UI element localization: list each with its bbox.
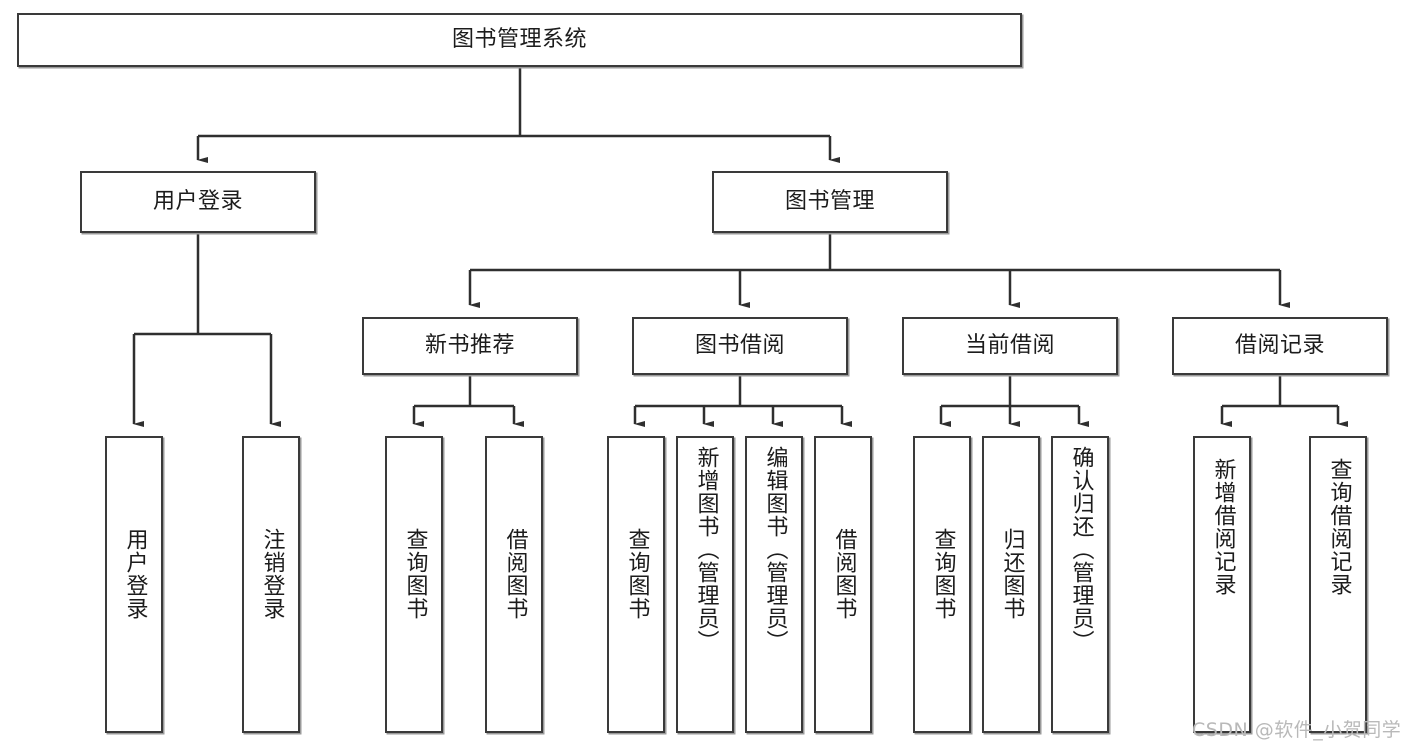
leaf-currentborrow-confirm-return-admin[interactable]: 确认归还（管理员） (1051, 436, 1109, 733)
node-label: 当前借阅 (964, 332, 1055, 358)
leaf-borrowrecord-add-record[interactable]: 新增借阅记录 (1193, 436, 1251, 733)
node-label: 借阅图书 (502, 528, 528, 620)
node-label: 查询图书 (930, 528, 956, 620)
node-label: 图书借阅 (694, 332, 785, 358)
leaf-newbook-query-book[interactable]: 查询图书 (385, 436, 443, 733)
node-user-login[interactable]: 用户登录 (80, 171, 316, 233)
leaf-bookborrow-edit-book-admin[interactable]: 编辑图书（管理员） (745, 436, 803, 733)
node-label: 查询借阅记录 (1326, 458, 1352, 596)
node-book-management[interactable]: 图书管理 (712, 171, 948, 233)
leaf-bookborrow-add-book-admin[interactable]: 新增图书（管理员） (676, 436, 734, 733)
node-label: 借阅图书 (831, 528, 857, 620)
leaf-borrowrecord-query-record[interactable]: 查询借阅记录 (1309, 436, 1367, 733)
node-label: 新增借阅记录 (1210, 458, 1236, 596)
node-new-book-recommend[interactable]: 新书推荐 (362, 317, 578, 375)
node-borrow-record[interactable]: 借阅记录 (1172, 317, 1388, 375)
node-label: 图书管理 (784, 188, 875, 214)
node-current-borrow[interactable]: 当前借阅 (902, 317, 1118, 375)
node-label: 图书管理系统 (451, 26, 587, 52)
node-label: 归还图书 (999, 528, 1025, 620)
node-label: 新增图书（管理员） (693, 446, 719, 653)
node-label: 编辑图书（管理员） (762, 446, 788, 653)
node-label: 用户登录 (152, 188, 243, 214)
leaf-newbook-borrow-book[interactable]: 借阅图书 (485, 436, 543, 733)
leaf-bookborrow-borrow-book[interactable]: 借阅图书 (814, 436, 872, 733)
node-label: 用户登录 (122, 528, 148, 620)
node-label: 新书推荐 (424, 332, 515, 358)
leaf-user-login-query[interactable]: 用户登录 (105, 436, 163, 733)
node-book-borrow[interactable]: 图书借阅 (632, 317, 848, 375)
node-label: 查询图书 (624, 528, 650, 620)
leaf-currentborrow-query-book[interactable]: 查询图书 (913, 436, 971, 733)
node-root-system[interactable]: 图书管理系统 (17, 13, 1022, 67)
node-label: 借阅记录 (1234, 332, 1325, 358)
leaf-currentborrow-return-book[interactable]: 归还图书 (982, 436, 1040, 733)
leaf-bookborrow-query-book[interactable]: 查询图书 (607, 436, 665, 733)
leaf-user-logout[interactable]: 注销登录 (242, 436, 300, 733)
node-label: 注销登录 (259, 528, 285, 620)
node-label: 查询图书 (402, 528, 428, 620)
node-label: 确认归还（管理员） (1068, 446, 1094, 653)
